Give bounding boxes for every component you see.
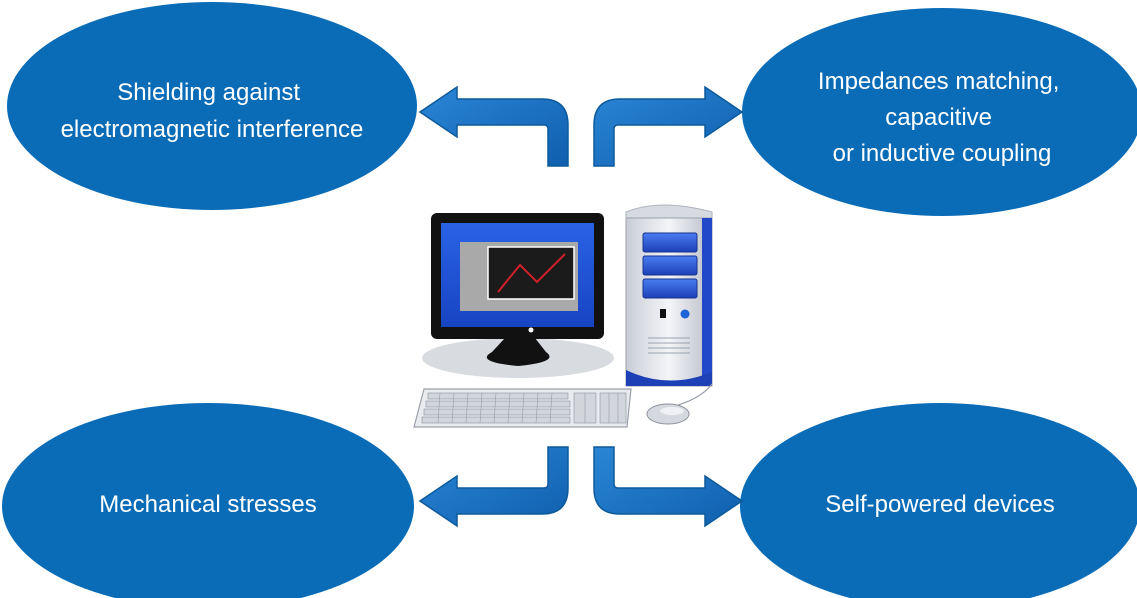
node-bottom-right-label: Self-powered devices <box>825 491 1054 518</box>
arrow-to-bottom-right <box>593 446 744 528</box>
node-bottom-right-ellipse <box>740 403 1137 598</box>
monitor-stand <box>486 338 550 366</box>
node-top-left-line-2: electromagnetic interference <box>61 116 364 143</box>
tower-bay-2 <box>642 255 698 276</box>
desktop-computer-icon <box>413 204 713 428</box>
node-top-right-line-2: capacitive <box>885 104 992 131</box>
node-top-right: Impedances matching, capacitive or induc… <box>742 8 1137 216</box>
node-top-left-line-1: Shielding against <box>117 79 300 106</box>
node-bottom-left-label: Mechanical stresses <box>99 491 316 518</box>
node-top-right-line-3: or inductive coupling <box>833 140 1052 167</box>
node-top-left: Shielding against electromagnetic interf… <box>7 2 417 210</box>
tower-bay-3 <box>642 278 698 299</box>
keyboard-keys <box>421 392 627 424</box>
tower-bottom-curve <box>626 370 712 386</box>
node-top-right-label: Impedances matching, capacitive or induc… <box>818 68 1066 167</box>
tower-top <box>625 204 713 221</box>
mouse-highlight <box>660 407 684 415</box>
node-top-left-ellipse <box>7 2 417 210</box>
node-bottom-left: Mechanical stresses <box>2 403 414 598</box>
node-top-left-label: Shielding against electromagnetic interf… <box>61 79 364 143</box>
node-top-right-line-1: Impedances matching, <box>818 68 1059 95</box>
tower-button <box>660 309 666 318</box>
node-bottom-right-line-1: Self-powered devices <box>825 491 1054 518</box>
keyboard-key-grid <box>437 392 619 424</box>
node-top-right-ellipse <box>742 8 1137 216</box>
arrow-to-top-left <box>418 85 569 167</box>
tower-power-led <box>680 309 690 319</box>
node-bottom-left-line-1: Mechanical stresses <box>99 491 316 518</box>
node-bottom-right: Self-powered devices <box>740 403 1137 598</box>
node-bottom-left-ellipse <box>2 403 414 598</box>
arrow-to-bottom-left <box>418 446 569 528</box>
tower-vents <box>648 337 690 354</box>
tower-side-stripe <box>702 218 712 386</box>
tower-bay-1 <box>642 232 698 253</box>
arrow-to-top-right <box>593 85 744 167</box>
monitor-power-led <box>528 327 534 333</box>
screen-chart-line <box>497 253 566 293</box>
screen-chart-area <box>487 246 575 300</box>
